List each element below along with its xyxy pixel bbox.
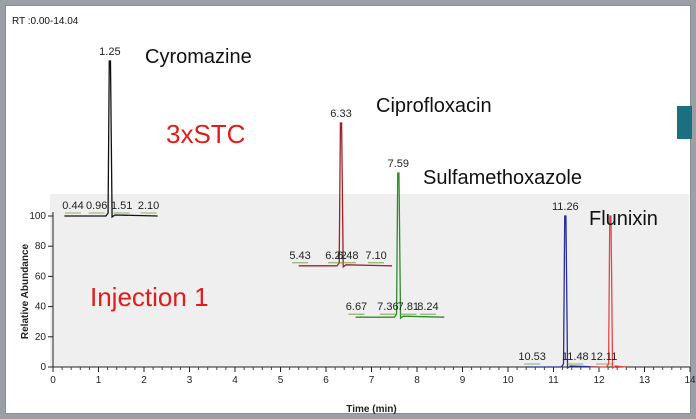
peak-label: 6.48 [337, 250, 358, 262]
y-tick-label: 40 [35, 302, 47, 313]
peak-label: 0.96 [86, 200, 107, 212]
trace-4 [589, 215, 627, 370]
x-tick-label: 5 [278, 375, 284, 386]
x-tick-label: 1 [96, 375, 102, 386]
peak-label: 1.51 [111, 200, 132, 212]
peak-label: 7.10 [365, 250, 386, 262]
trace-1 [298, 122, 392, 269]
x-tick-label: 12 [593, 375, 605, 386]
x-tick-label: 10 [502, 375, 514, 386]
peak-label: 6.67 [346, 301, 367, 313]
x-tick-label: 7 [369, 375, 375, 386]
y-tick-label: 80 [35, 241, 47, 252]
compound-name: Flunixin [589, 208, 658, 230]
trace-3 [526, 215, 600, 370]
apex-label: 7.59 [388, 158, 409, 170]
x-tick-label: 9 [460, 375, 466, 386]
trace-0 [64, 60, 158, 219]
peak-label: 7.36 [377, 301, 398, 313]
teal-sidebar-block [677, 106, 692, 139]
x-tick-label: 2 [141, 375, 147, 386]
peak-label: 6.22 [325, 250, 346, 262]
peak-label: 11.48 [562, 351, 589, 363]
traces [64, 60, 627, 370]
peak-label: 5.43 [289, 250, 310, 262]
y-tick-label: 60 [35, 271, 47, 282]
rt-range-label: RT :0.00-14.04 [12, 16, 79, 27]
y-tick-label: 20 [35, 332, 47, 343]
peak-label: 8.24 [417, 301, 438, 313]
x-tick-label: 4 [232, 375, 238, 386]
peak-label: 0.44 [62, 200, 83, 212]
x-tick-label: 14 [684, 375, 696, 386]
trace-2 [355, 172, 445, 320]
x-tick-label: 13 [639, 375, 651, 386]
peak-label: 12.11 [591, 351, 618, 363]
x-tick-label: 11 [548, 375, 559, 386]
compound-name: Sulfamethoxazole [423, 167, 582, 189]
stc-overlay-text: 3xSTC [166, 119, 245, 149]
peak-label: 2.10 [138, 200, 159, 212]
apex-label: 1.25 [99, 46, 120, 58]
peak-label: 7.81 [398, 301, 419, 313]
apex-label: 6.33 [330, 108, 351, 120]
x-tick-label: 0 [50, 375, 56, 386]
y-axis-label: Relative Abundance [20, 243, 31, 339]
y-tick-label: 100 [29, 211, 46, 222]
plot-background [50, 194, 689, 367]
x-axis-label: Time (min) [346, 404, 396, 415]
injection-overlay-text: Injection 1 [90, 282, 209, 312]
x-tick-label: 3 [187, 375, 193, 386]
y-tick-label: 0 [40, 362, 46, 373]
x-tick-label: 6 [323, 375, 329, 386]
peak-label: 10.53 [518, 351, 546, 363]
x-tick-label: 8 [414, 375, 420, 386]
apex-label: 11.26 [552, 201, 579, 213]
compound-name: Cyromazine [145, 46, 252, 68]
compound-name: Ciprofloxacin [376, 95, 492, 117]
